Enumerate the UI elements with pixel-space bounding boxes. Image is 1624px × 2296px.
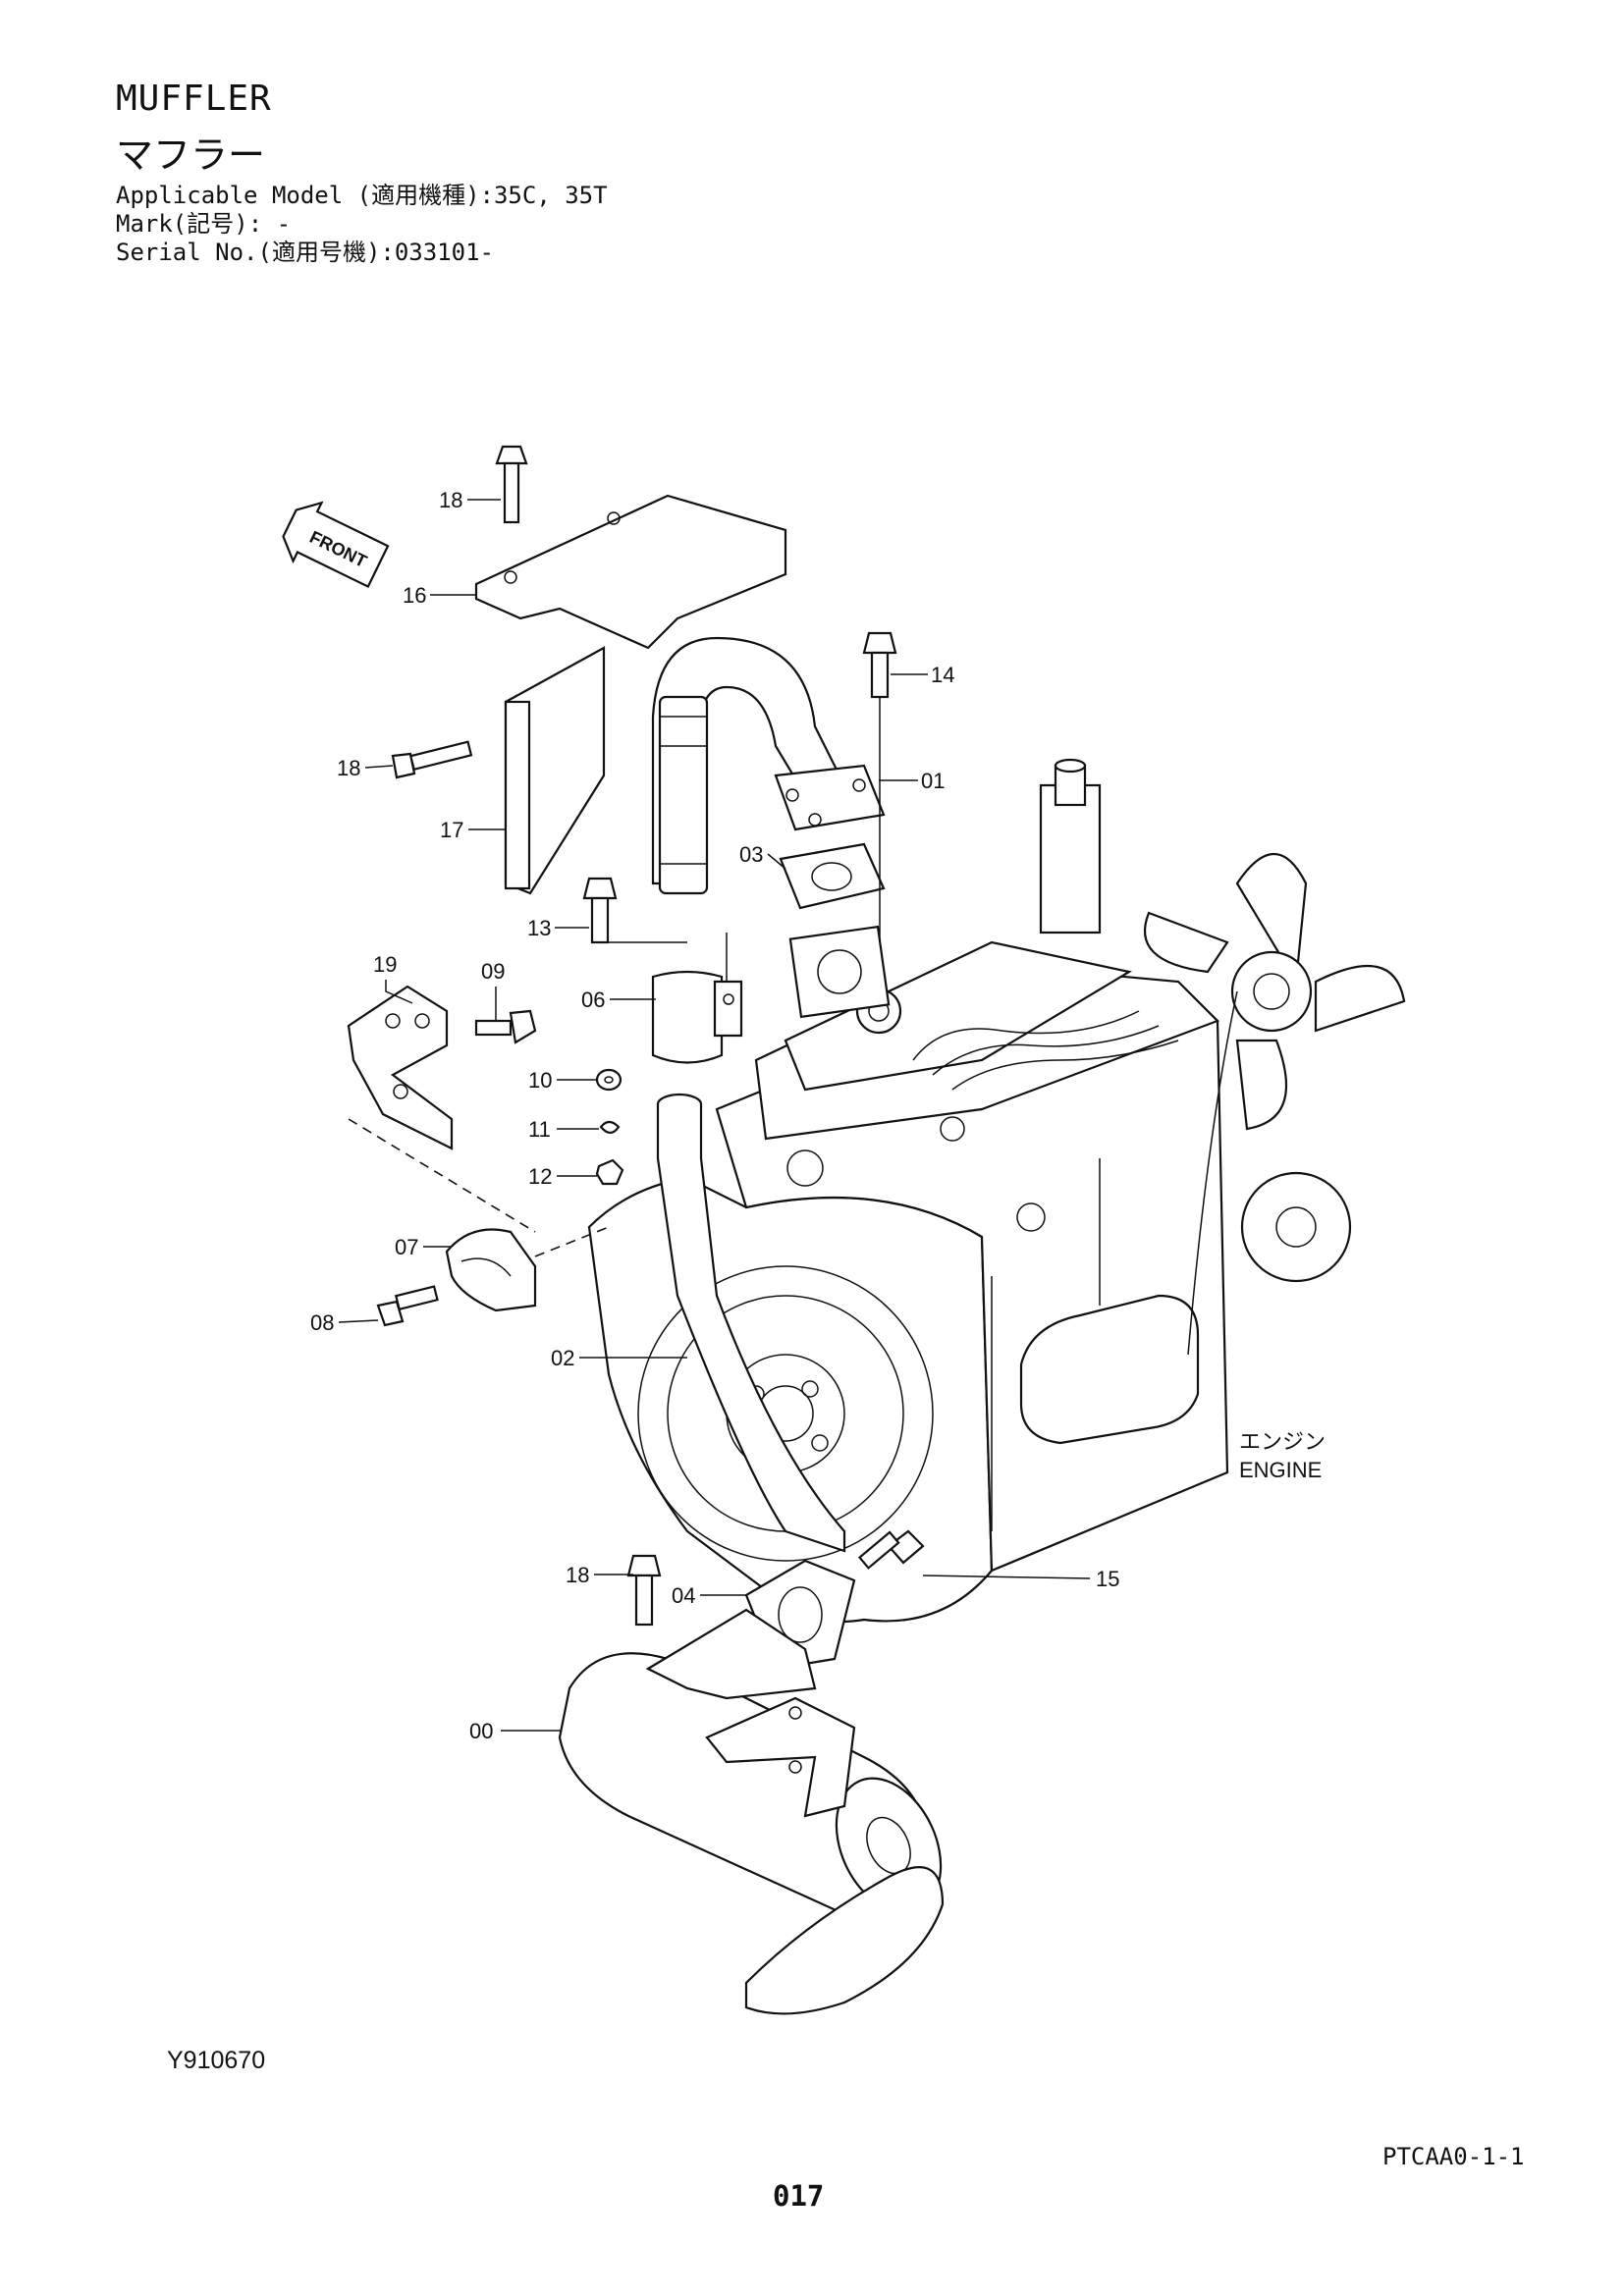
part-15-bolt <box>857 1529 925 1570</box>
part-14-bolt <box>862 631 897 699</box>
part-18-bolt-left <box>391 740 473 779</box>
part-03-gasket <box>779 842 886 910</box>
callout-09: 09 <box>481 959 505 984</box>
part-10-washer <box>595 1068 623 1092</box>
part-01-exhaust-pipe <box>651 636 886 895</box>
part-00-muffler <box>558 1608 945 2015</box>
part-17-side-plate <box>504 646 606 895</box>
part-08-bolt <box>376 1285 439 1327</box>
part-09-bolt <box>474 1009 537 1044</box>
callout-01: 01 <box>921 769 945 793</box>
engine-drawing <box>587 758 1406 1624</box>
callout-02: 02 <box>551 1346 574 1370</box>
serial-number: Serial No.(適用号機):033101- <box>116 239 494 266</box>
part-19-bracket <box>347 985 454 1150</box>
page-code: PTCAA0-1-1 <box>1382 2143 1525 2170</box>
callout-18-top: 18 <box>439 488 462 512</box>
callout-12: 12 <box>528 1164 552 1189</box>
callout-16: 16 <box>403 583 426 608</box>
part-16-heat-shield <box>474 494 787 650</box>
part-11-spring-washer <box>599 1120 621 1135</box>
model-info: Applicable Model (適用機種):35C, 35T Mark(記号… <box>116 182 608 267</box>
callout-00: 00 <box>469 1719 493 1743</box>
callout-07: 07 <box>395 1235 418 1259</box>
figure-id: Y910670 <box>167 2047 266 2074</box>
mark: Mark(記号): - <box>116 210 292 238</box>
callout-18-left: 18 <box>337 756 360 780</box>
engine-label: ENGINE <box>1239 1458 1322 1482</box>
front-direction-arrow: FRONT <box>282 501 390 589</box>
callout-06: 06 <box>581 988 605 1012</box>
part-18-bolt-bottom <box>626 1554 662 1627</box>
callout-08: 08 <box>310 1310 334 1335</box>
page-number: 017 <box>773 2179 825 2213</box>
assembly-line <box>348 1118 536 1233</box>
callout-labels: 18 16 14 18 01 17 03 13 19 09 06 10 11 1… <box>310 488 1119 1743</box>
callout-15: 15 <box>1096 1567 1119 1591</box>
part-13-bolt <box>582 877 618 944</box>
assembly-line <box>534 1226 610 1257</box>
leader-lines <box>338 499 1091 1732</box>
page-title-japanese: マフラー <box>116 133 266 177</box>
applicable-model: Applicable Model (適用機種):35C, 35T <box>116 182 608 209</box>
part-18-bolt-top <box>495 445 528 524</box>
callout-19: 19 <box>373 952 397 977</box>
callout-18-bottom: 18 <box>566 1563 589 1587</box>
callout-04: 04 <box>672 1583 695 1608</box>
callout-17: 17 <box>440 818 463 842</box>
callout-13: 13 <box>527 916 551 940</box>
callout-11: 11 <box>528 1117 551 1142</box>
callout-03: 03 <box>739 842 763 867</box>
engine-label-japanese: エンジン <box>1239 1429 1326 1454</box>
part-06-clamp <box>651 970 743 1064</box>
callout-14: 14 <box>931 663 954 687</box>
part-07-clamp <box>445 1228 537 1312</box>
part-12-nut <box>595 1158 624 1186</box>
page-title: MUFFLER <box>116 79 272 119</box>
callout-10: 10 <box>528 1068 552 1093</box>
part-02-exhaust-pipe <box>656 1093 846 1553</box>
